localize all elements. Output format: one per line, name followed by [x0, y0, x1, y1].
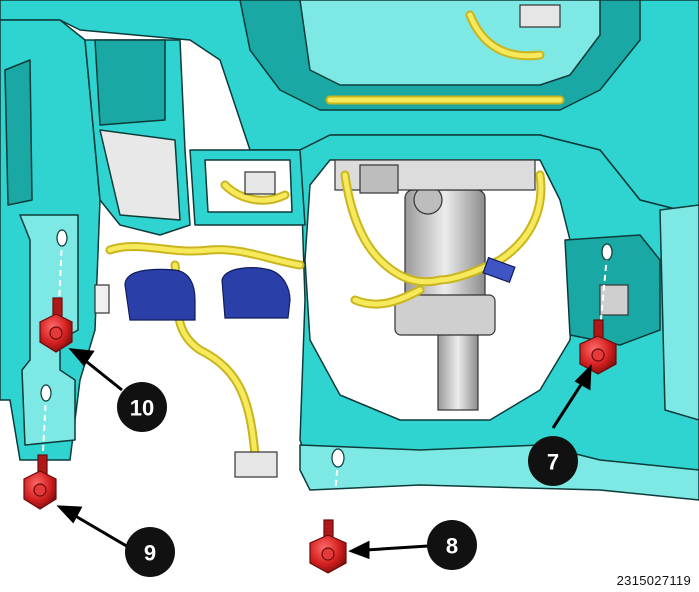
callout-8: 8: [427, 520, 477, 570]
connectors: [94, 4, 629, 478]
bolt-10: [39, 297, 73, 353]
callout-8-label: 8: [446, 534, 458, 559]
white-connector-radio: [244, 171, 276, 195]
blue-connector-small: [482, 256, 516, 284]
gray-connector-column: [359, 164, 399, 194]
left-stud: [94, 284, 110, 314]
callout-9-label: 9: [144, 541, 156, 566]
column-shaft: [437, 329, 479, 411]
white-connector-bottom: [234, 451, 278, 478]
column-head: [394, 294, 496, 336]
bolt-7: [579, 319, 617, 375]
left-duct-inner: [99, 129, 181, 221]
blue-connector-right: [221, 267, 291, 319]
instrument-panel: [0, 0, 699, 501]
bolts: [23, 297, 617, 574]
left-duct-opening: [94, 39, 166, 126]
callout-10: 10: [117, 382, 167, 432]
figure-reference-number: 2315027119: [616, 573, 691, 588]
bottom-lip: [299, 444, 699, 501]
white-connector-top: [519, 4, 561, 28]
bolt-9: [23, 454, 57, 510]
bolt-8: [309, 519, 347, 574]
callout-arrows: [56, 348, 592, 560]
callout-9: 9: [125, 527, 175, 577]
callouts: 10 9 8 7: [117, 382, 578, 577]
right-end: [659, 204, 699, 421]
blue-connector-left: [124, 268, 196, 321]
callout-10-label: 10: [130, 396, 154, 421]
callout-7-label: 7: [547, 450, 559, 475]
fastener-holes: [40, 229, 613, 468]
callout-7: 7: [528, 436, 578, 486]
left-vent: [4, 59, 33, 206]
